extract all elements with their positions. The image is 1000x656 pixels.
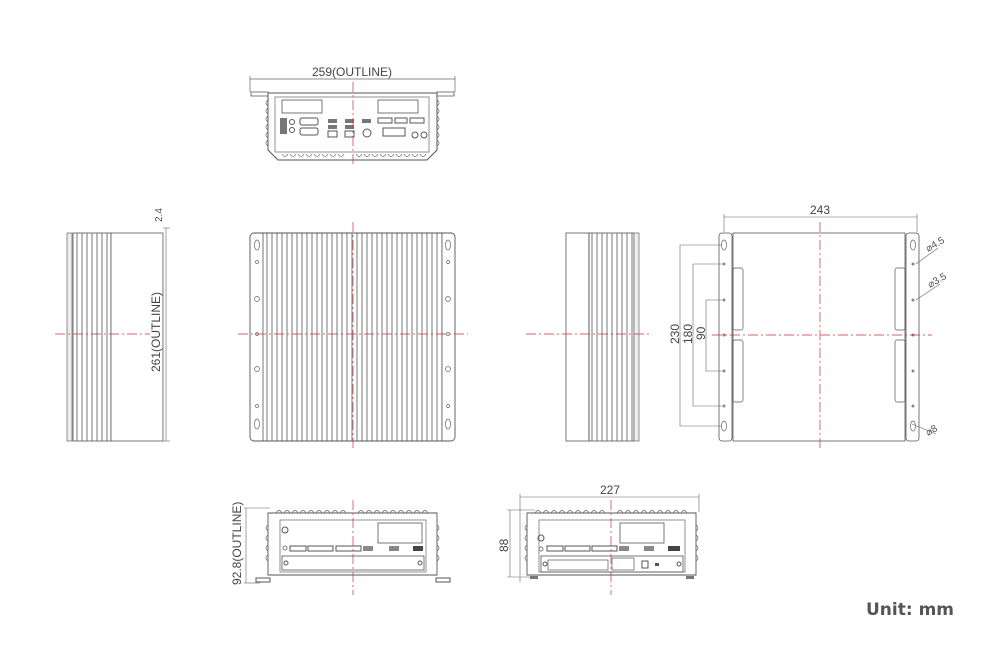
- dim-top-offset: 2.4: [154, 208, 165, 222]
- left-side-view: 2.4 261(OUTLINE): [55, 208, 170, 442]
- top-view: [238, 222, 468, 450]
- dim-mount-90: 90: [694, 326, 708, 340]
- dim-height-outline: 92.8(OUTLINE): [230, 502, 244, 585]
- dim-front-height: 88: [497, 538, 511, 552]
- dim-width-outline: 259(OUTLINE): [312, 65, 392, 79]
- bottom-mount-view: 243 230 180 90 ⌀4.5 ⌀3.5: [668, 203, 949, 450]
- front-view-b: 227 88: [497, 483, 700, 595]
- dim-bottom-width: 243: [810, 203, 830, 217]
- unit-label: Unit: mm: [866, 600, 955, 620]
- dim-mount-180: 180: [681, 324, 695, 344]
- dim-hole-8: ⌀8: [924, 423, 940, 439]
- dim-front-width: 227: [600, 483, 620, 497]
- right-side-view: [526, 232, 650, 442]
- rear-io-view: 259(OUTLINE): [249, 65, 456, 165]
- dim-depth-outline: 261(OUTLINE): [149, 292, 163, 372]
- dim-mount-230: 230: [668, 324, 682, 344]
- dim-hole-4-5: ⌀4.5: [924, 235, 947, 255]
- dim-hole-3-5: ⌀3.5: [926, 271, 949, 291]
- front-view-a: 92.8(OUTLINE): [230, 500, 451, 595]
